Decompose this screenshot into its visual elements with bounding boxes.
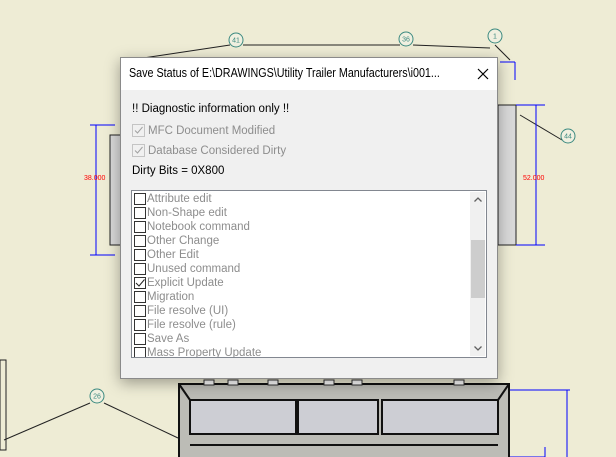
list-item-checkbox[interactable]: Unused command	[134, 262, 486, 276]
checkbox-box[interactable]	[134, 207, 146, 219]
scroll-down-button[interactable]	[470, 341, 485, 356]
balloon-label: 36	[402, 37, 410, 44]
checkmark-icon	[135, 279, 145, 287]
diagnostic-text: !! Diagnostic information only !!	[132, 103, 290, 115]
checkbox-box[interactable]	[134, 347, 146, 357]
checkbox-box[interactable]	[134, 333, 146, 345]
list-item-checkbox[interactable]: Migration	[134, 290, 486, 304]
scrollbar-thumb[interactable]	[471, 240, 485, 298]
list-item-checkbox[interactable]: Attribute edit	[134, 192, 486, 206]
list-item-label: Other Edit	[147, 249, 199, 261]
list-item-checkbox[interactable]: Notebook command	[134, 220, 486, 234]
checkbox-box[interactable]	[134, 291, 146, 303]
checkmark-icon	[134, 146, 143, 154]
checkbox-box	[132, 144, 145, 157]
title-bar[interactable]: Save Status of E:\DRAWINGS\Utility Trail…	[121, 58, 497, 90]
balloon-marker	[560, 128, 576, 144]
list-item-checkbox[interactable]: Explicit Update	[134, 276, 486, 290]
list-item-checkbox[interactable]: Non-Shape edit	[134, 206, 486, 220]
db-dirty-checkbox: Database Considered Dirty	[132, 144, 286, 157]
checkmark-icon	[134, 126, 143, 134]
checkbox-box[interactable]	[134, 221, 146, 233]
checkbox-label: Database Considered Dirty	[148, 144, 287, 157]
list-item-label: Explicit Update	[147, 277, 224, 289]
dirty-bits-text: Dirty Bits = 0X800	[132, 165, 225, 177]
vertical-scrollbar[interactable]	[470, 192, 485, 356]
balloon-label: 41	[232, 38, 240, 45]
balloon-marker	[89, 388, 105, 404]
list-item-label: Attribute edit	[147, 193, 212, 205]
checkbox-label: MFC Document Modified	[148, 124, 276, 137]
list-item-label: Non-Shape edit	[147, 207, 227, 219]
checkbox-box[interactable]	[134, 305, 146, 317]
balloon-marker	[228, 32, 244, 48]
checkbox-box[interactable]	[134, 277, 146, 289]
balloon-marker	[398, 31, 414, 47]
dimension-label: 52.000	[523, 175, 545, 182]
checkbox-box[interactable]	[134, 249, 146, 261]
checkbox-box[interactable]	[134, 319, 146, 331]
chevron-down-icon	[473, 346, 482, 351]
list-item-label: File resolve (UI)	[147, 305, 229, 317]
mfc-modified-checkbox: MFC Document Modified	[132, 124, 275, 137]
checkbox-box[interactable]	[134, 263, 146, 275]
list-item-label: File resolve (rule)	[147, 319, 236, 331]
checkbox-box[interactable]	[134, 235, 146, 247]
checkbox-box[interactable]	[134, 193, 146, 205]
dialog-title: Save Status of E:\DRAWINGS\Utility Trail…	[129, 66, 440, 80]
list-item-label: Save As	[147, 333, 190, 345]
list-item-checkbox[interactable]: Other Change	[134, 234, 486, 248]
list-item-label: Migration	[147, 291, 195, 303]
save-status-dialog: Save Status of E:\DRAWINGS\Utility Trail…	[120, 57, 498, 379]
close-icon	[477, 68, 489, 80]
list-item-checkbox[interactable]: Mass Property Update	[134, 346, 486, 358]
checkbox-box	[132, 124, 145, 137]
balloon-label: 1	[493, 34, 497, 41]
balloon-label: 26	[93, 394, 101, 401]
list-item-label: Other Change	[147, 235, 220, 247]
list-item-checkbox[interactable]: File resolve (rule)	[134, 318, 486, 332]
balloon-label: 44	[564, 134, 572, 141]
list-item-label: Notebook command	[147, 221, 250, 233]
list-item-label: Mass Property Update	[147, 347, 262, 358]
list-item-checkbox[interactable]: Other Edit	[134, 248, 486, 262]
list-item-checkbox[interactable]: File resolve (UI)	[134, 304, 486, 318]
dimension-label: 38.000	[84, 175, 106, 182]
chevron-up-icon	[473, 197, 482, 202]
close-button[interactable]	[469, 58, 497, 90]
list-item-checkbox[interactable]: Save As	[134, 332, 486, 346]
balloon-marker	[487, 28, 503, 44]
scroll-up-button[interactable]	[470, 192, 485, 207]
list-item-label: Unused command	[147, 263, 241, 275]
